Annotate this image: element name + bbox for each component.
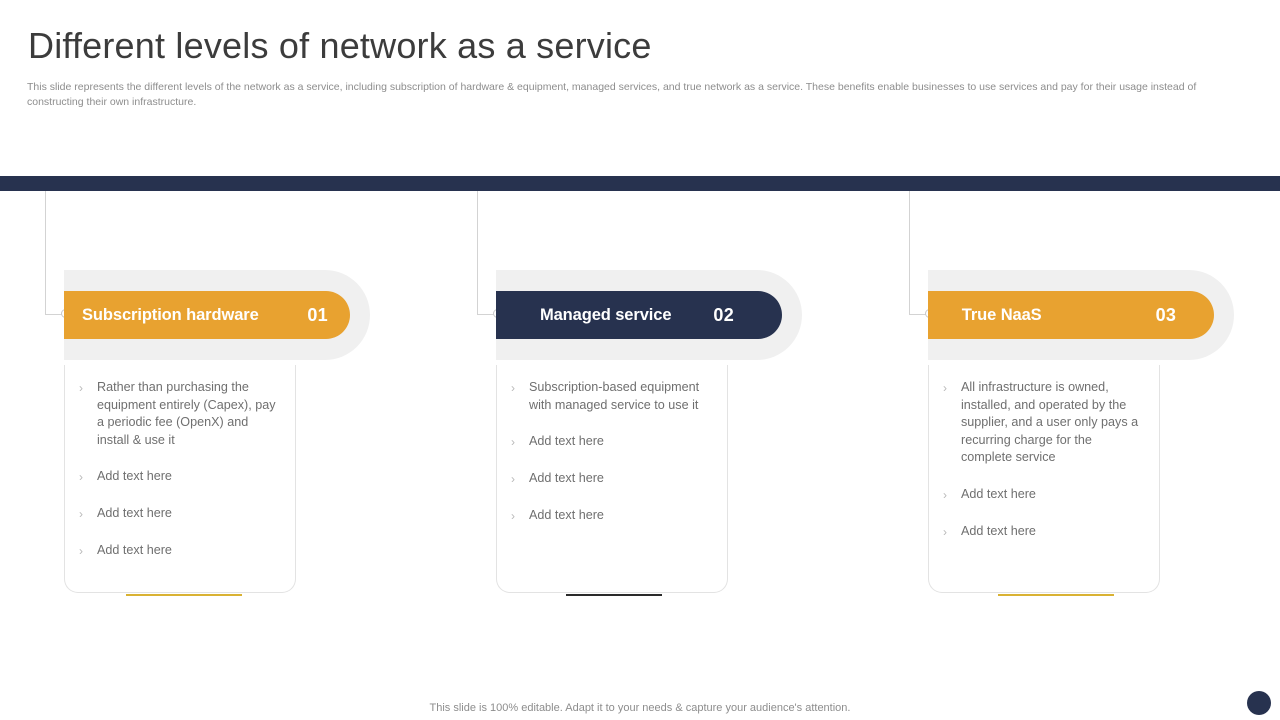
chevron-right-icon: ›: [79, 470, 83, 485]
level-card-3: › All infrastructure is owned, installed…: [928, 365, 1160, 593]
chevron-right-icon: ›: [943, 524, 947, 539]
list-item-text: Add text here: [529, 508, 604, 523]
list-item-text: Rather than purchasing the equipment ent…: [97, 380, 276, 447]
card-accent-line-3: [998, 594, 1114, 596]
list-item: › Subscription-based equipment with mana…: [511, 379, 713, 414]
chevron-right-icon: ›: [79, 507, 83, 522]
page-subtitle: This slide represents the different leve…: [27, 81, 1197, 108]
chevron-right-icon: ›: [943, 487, 947, 502]
level-card-2: › Subscription-based equipment with mana…: [496, 365, 728, 593]
list-item: › Add text here: [511, 433, 713, 451]
connector-vertical-3: [909, 191, 910, 315]
level-pill-label-1: Subscription hardware: [82, 305, 259, 324]
level-pill-number-3: 03: [1155, 304, 1177, 325]
chevron-right-icon: ›: [79, 381, 83, 395]
level-pill-3[interactable]: True NaaS 03: [928, 291, 1214, 339]
level-pill-label-2: Managed service: [539, 305, 672, 324]
list-item: › Add text here: [511, 470, 713, 488]
navy-divider-bar: [0, 176, 1280, 191]
chevron-right-icon: ›: [79, 544, 83, 559]
level-pill-number-1: 01: [307, 304, 328, 325]
card-accent-line-1: [126, 594, 242, 596]
level-card-1: › Rather than purchasing the equipment e…: [64, 365, 296, 593]
level-pill-1[interactable]: Subscription hardware 01: [64, 291, 350, 339]
chevron-right-icon: ›: [511, 381, 515, 395]
connector-vertical-1: [45, 191, 46, 315]
card-accent-line-2: [566, 594, 662, 596]
list-item: › Add text here: [943, 523, 1145, 541]
list-item: › Add text here: [511, 507, 713, 525]
page-title: Different levels of network as a service: [28, 25, 652, 66]
list-item-text: Add text here: [529, 471, 604, 486]
list-item-text: Add text here: [97, 469, 172, 484]
level-pill-number-2: 02: [713, 304, 735, 325]
list-item: › Add text here: [79, 468, 281, 486]
list-item-text: All infrastructure is owned, installed, …: [961, 380, 1139, 465]
list-item: › All infrastructure is owned, installed…: [943, 379, 1145, 467]
list-item-text: Subscription-based equipment with manage…: [529, 380, 700, 412]
list-item: › Add text here: [79, 505, 281, 523]
list-item-text: Add text here: [97, 506, 172, 521]
chevron-right-icon: ›: [511, 435, 515, 450]
list-item-text: Add text here: [961, 486, 1036, 501]
list-item-text: Add text here: [529, 434, 604, 449]
chevron-right-icon: ›: [511, 509, 515, 524]
list-item-text: Add text here: [97, 543, 172, 558]
corner-decoration-dot: [1247, 691, 1271, 715]
connector-horizontal-1: [45, 314, 65, 315]
list-item: › Add text here: [79, 542, 281, 560]
chevron-right-icon: ›: [943, 381, 947, 395]
level-pill-label-3: True NaaS: [961, 305, 1042, 324]
list-item: › Add text here: [943, 486, 1145, 504]
chevron-right-icon: ›: [511, 472, 515, 487]
connector-horizontal-3: [909, 314, 929, 315]
connector-horizontal-2: [477, 314, 497, 315]
connector-vertical-2: [477, 191, 478, 315]
level-pill-2[interactable]: Managed service 02: [496, 291, 782, 339]
list-item: › Rather than purchasing the equipment e…: [79, 379, 281, 449]
footer-note: This slide is 100% editable. Adapt it to…: [429, 702, 851, 714]
list-item-text: Add text here: [961, 523, 1036, 538]
